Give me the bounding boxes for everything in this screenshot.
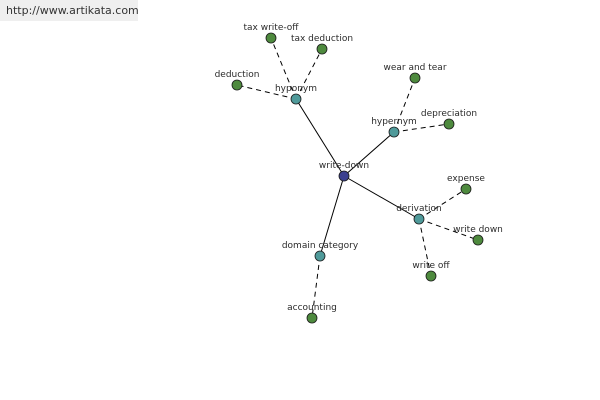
leaf-tax-deduction-label[interactable]: tax deduction	[291, 34, 353, 44]
source-url[interactable]: http://www.artikata.com	[0, 0, 139, 21]
leaf-depreciation-node[interactable]	[443, 118, 455, 130]
leaf-accounting-label[interactable]: accounting	[287, 303, 337, 313]
relation-hypernym-label[interactable]: hypernym	[371, 117, 417, 127]
edge-hyponym-tax-deduction	[295, 48, 323, 100]
leaf-expense-label[interactable]: expense	[447, 174, 485, 184]
leaf-deduction-node[interactable]	[231, 79, 243, 91]
edge-write-down-hypernym	[343, 131, 395, 177]
graph-edges	[236, 37, 479, 319]
center-write-down-node[interactable]	[338, 170, 350, 182]
relation-domain-category-label[interactable]: domain category	[282, 241, 359, 251]
leaf-tax-write-off-label[interactable]: tax write-off	[244, 23, 300, 33]
edge-hypernym-wear-and-tear	[393, 77, 416, 133]
edge-hyponym-deduction	[236, 84, 297, 100]
leaf-tax-deduction-node[interactable]	[316, 43, 328, 55]
edge-write-down-domain-category	[319, 175, 345, 257]
leaf-write-down-leaf-node[interactable]	[472, 234, 484, 246]
relation-hyponym-node[interactable]	[290, 93, 302, 105]
edge-hypernym-depreciation	[393, 123, 450, 133]
leaf-depreciation-label[interactable]: depreciation	[421, 109, 477, 119]
relation-hyponym-label[interactable]: hyponym	[275, 84, 317, 94]
relation-derivation-label[interactable]: derivation	[396, 204, 442, 214]
edge-domain-category-accounting	[311, 255, 321, 319]
leaf-tax-write-off-node[interactable]	[265, 32, 277, 44]
edge-derivation-expense	[418, 188, 467, 220]
leaf-accounting-node[interactable]	[306, 312, 318, 324]
center-write-down-label[interactable]: write-down	[319, 161, 369, 171]
leaf-write-down-leaf-label[interactable]: write down	[453, 225, 503, 235]
leaf-write-off-node[interactable]	[425, 270, 437, 282]
edge-derivation-write-down-leaf	[418, 218, 479, 241]
leaf-expense-node[interactable]	[460, 183, 472, 195]
leaf-wear-and-tear-label[interactable]: wear and tear	[383, 63, 446, 73]
leaf-deduction-label[interactable]: deduction	[215, 70, 260, 80]
relation-domain-category-node[interactable]	[314, 250, 326, 262]
edge-derivation-write-off	[418, 218, 432, 277]
relation-hypernym-node[interactable]	[388, 126, 400, 138]
leaf-write-off-label[interactable]: write off	[412, 261, 450, 271]
edge-write-down-derivation	[343, 175, 420, 220]
edge-hyponym-tax-write-off	[270, 37, 297, 100]
edge-write-down-hyponym	[295, 98, 345, 177]
relation-derivation-node[interactable]	[413, 213, 425, 225]
leaf-wear-and-tear-node[interactable]	[409, 72, 421, 84]
